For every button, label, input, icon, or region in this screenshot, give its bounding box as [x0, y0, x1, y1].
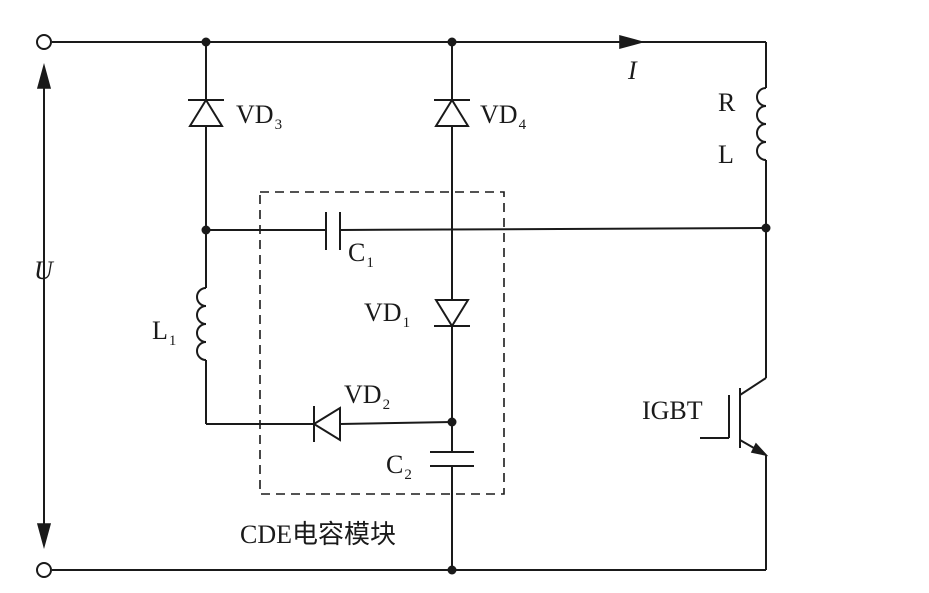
- vd2-label: VD2: [344, 380, 391, 413]
- l1-inductor: [196, 287, 207, 361]
- junction-dot: [447, 417, 457, 427]
- voltage-label: U: [34, 256, 53, 285]
- junction-dot: [761, 223, 771, 233]
- vd1-label: VD1: [364, 298, 411, 331]
- current-arrow: [619, 34, 646, 50]
- igbt-label: IGBT: [642, 396, 703, 425]
- junction-dot: [447, 565, 457, 575]
- junction-dot: [447, 37, 457, 47]
- vd2-wire-right: [339, 421, 453, 425]
- igbt-emitter-arrow: [750, 442, 769, 457]
- top-terminal: [36, 34, 52, 50]
- voltage-arrow-down: [36, 523, 52, 550]
- vd3-diode: [188, 98, 224, 127]
- load-inductor-rl: [756, 87, 767, 161]
- current-label: I: [628, 56, 637, 85]
- c1-wire-right: [339, 227, 767, 231]
- l1-label: L1: [152, 316, 177, 349]
- junction-dot: [201, 37, 211, 47]
- r-label: R: [718, 88, 736, 117]
- voltage-arrow-up: [36, 62, 52, 89]
- vd2-diode: [312, 406, 341, 442]
- vd3-label: VD3: [236, 100, 283, 133]
- l-label: L: [718, 140, 734, 169]
- vd4-diode: [434, 98, 470, 127]
- cde-module-label: CDE电容模块: [240, 520, 397, 549]
- igbt-collector-lead: [739, 377, 767, 396]
- c2-label: C2: [386, 450, 412, 483]
- junction-dot: [201, 225, 211, 235]
- cde-module-box: [259, 191, 505, 495]
- vd4-label: VD4: [480, 100, 527, 133]
- vd1-diode: [434, 299, 470, 328]
- bottom-terminal: [36, 562, 52, 578]
- c1-label: C1: [348, 238, 374, 271]
